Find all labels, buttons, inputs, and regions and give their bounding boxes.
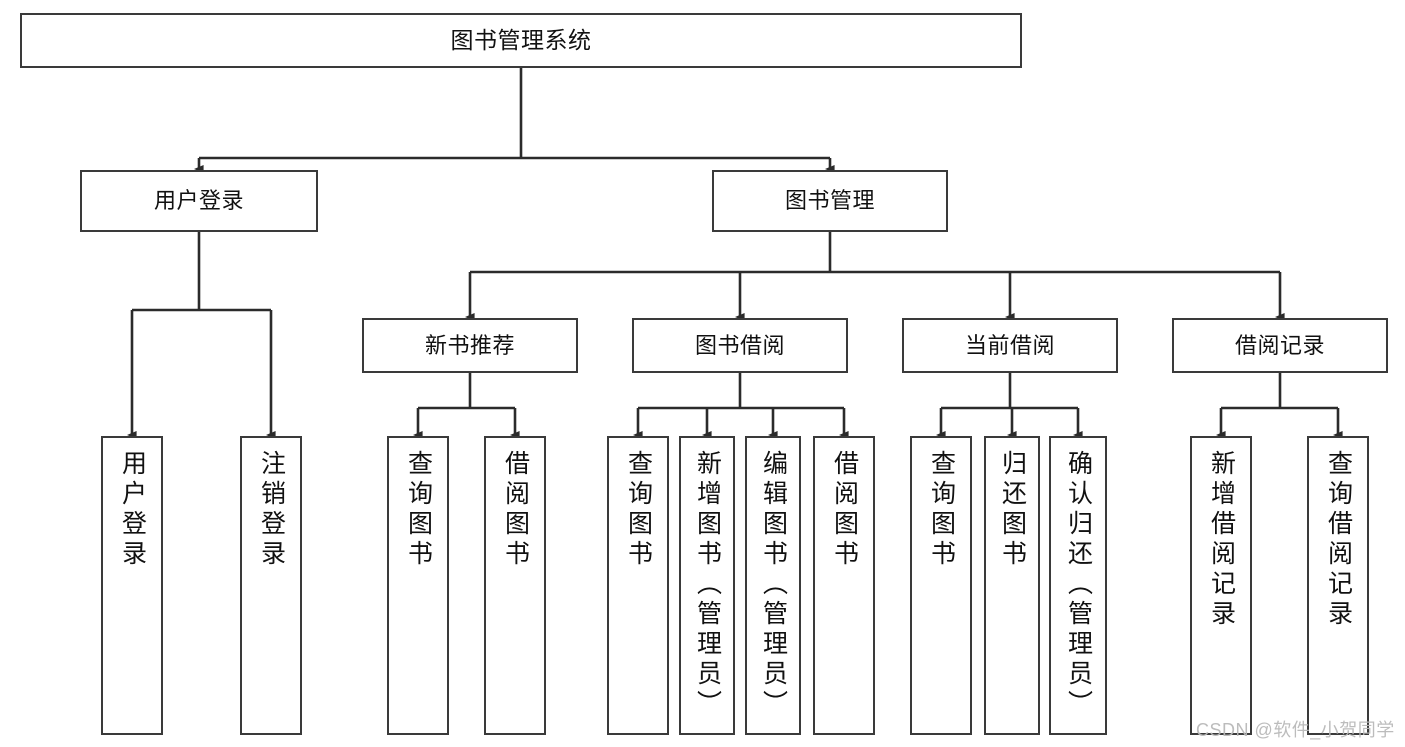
node-leaf-confirm-return-label: 确认归还（管理员） [1064,450,1093,720]
node-leaf-borrow-book-2[interactable]: 借阅图书 [813,436,875,735]
node-leaf-query-book-3[interactable]: 查询图书 [910,436,972,735]
node-root-label: 图书管理系统 [450,27,592,54]
node-leaf-add-borrow-record[interactable]: 新增借阅记录 [1190,436,1252,735]
node-leaf-edit-book[interactable]: 编辑图书（管理员） [745,436,801,735]
node-book-manage[interactable]: 图书管理 [712,170,948,232]
node-leaf-confirm-return[interactable]: 确认归还（管理员） [1049,436,1107,735]
node-borrow-record[interactable]: 借阅记录 [1172,318,1388,373]
node-current-borrow[interactable]: 当前借阅 [902,318,1118,373]
node-leaf-query-book-1-label: 查询图书 [404,450,433,570]
node-leaf-borrow-book-1-label: 借阅图书 [501,450,530,570]
node-leaf-borrow-book-2-label: 借阅图书 [830,450,859,570]
node-leaf-query-book-2[interactable]: 查询图书 [607,436,669,735]
node-leaf-add-book-label: 新增图书（管理员） [693,450,722,720]
node-leaf-user-logout[interactable]: 注销登录 [240,436,302,735]
node-leaf-user-logout-label: 注销登录 [257,450,286,570]
node-new-book-recommend[interactable]: 新书推荐 [362,318,578,373]
node-borrow-record-label: 借阅记录 [1234,332,1325,358]
node-leaf-return-book[interactable]: 归还图书 [984,436,1040,735]
node-leaf-query-borrow-record-label: 查询借阅记录 [1324,450,1353,630]
csdn-watermark: CSDN @软件_小贺同学 [1196,720,1395,740]
node-book-borrow-label: 图书借阅 [694,332,785,358]
node-leaf-add-borrow-record-label: 新增借阅记录 [1207,450,1236,630]
node-leaf-query-book-2-label: 查询图书 [624,450,653,570]
node-leaf-borrow-book-1[interactable]: 借阅图书 [484,436,546,735]
node-leaf-user-login-label: 用户登录 [118,450,147,570]
node-root[interactable]: 图书管理系统 [20,13,1022,68]
node-book-manage-label: 图书管理 [784,188,875,214]
node-new-book-recommend-label: 新书推荐 [424,332,515,358]
node-leaf-user-login[interactable]: 用户登录 [101,436,163,735]
node-leaf-return-book-label: 归还图书 [998,450,1027,570]
node-leaf-query-book-3-label: 查询图书 [927,450,956,570]
node-leaf-add-book[interactable]: 新增图书（管理员） [679,436,735,735]
node-book-borrow[interactable]: 图书借阅 [632,318,848,373]
node-leaf-query-borrow-record[interactable]: 查询借阅记录 [1307,436,1369,735]
node-user-login-label: 用户登录 [153,188,244,214]
node-current-borrow-label: 当前借阅 [964,332,1055,358]
node-leaf-edit-book-label: 编辑图书（管理员） [759,450,788,720]
node-leaf-query-book-1[interactable]: 查询图书 [387,436,449,735]
node-user-login[interactable]: 用户登录 [80,170,318,232]
